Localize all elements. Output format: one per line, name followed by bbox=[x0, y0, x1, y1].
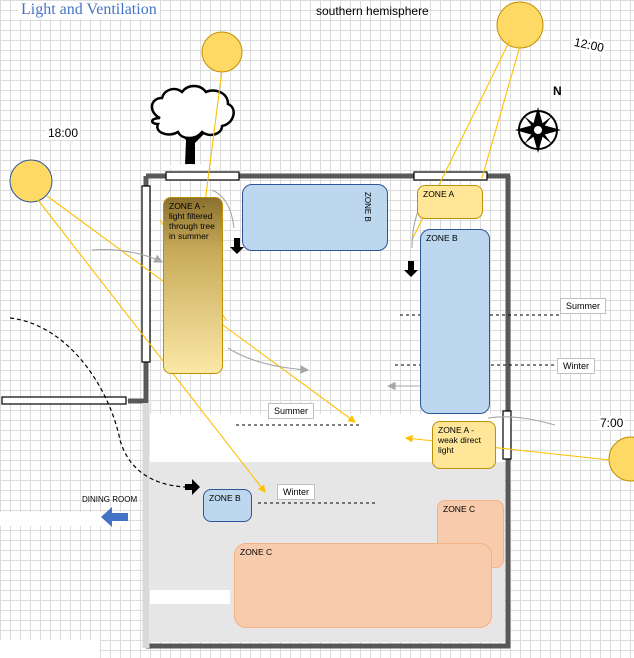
sun-icon-morning bbox=[608, 436, 634, 482]
ray-noon-b bbox=[481, 45, 521, 179]
compass-rose-icon bbox=[515, 107, 561, 153]
zone-a-top: ZONE A bbox=[417, 185, 483, 219]
window-north-right bbox=[413, 171, 488, 181]
winter-label-left: Winter bbox=[277, 484, 316, 500]
sun-icons bbox=[9, 1, 634, 482]
dining-room-label: DINING ROOM bbox=[82, 495, 138, 504]
flow-west-in bbox=[91, 249, 163, 263]
flow-mid bbox=[227, 347, 310, 374]
zone-c-main: ZONE C bbox=[234, 543, 492, 628]
window-north-left bbox=[165, 171, 240, 181]
flow-east-in bbox=[487, 416, 556, 426]
zone-a-weak: ZONE A - weak direct light bbox=[432, 421, 496, 469]
door-swing-path bbox=[9, 317, 186, 488]
sun-icon-noon bbox=[496, 1, 544, 49]
zone-b-top-label: ZONE B bbox=[363, 192, 372, 222]
zone-a-tree: ZONE A - light filtered through tree in … bbox=[163, 197, 223, 374]
arrow-down-icon bbox=[404, 261, 418, 277]
zone-b-top bbox=[242, 184, 388, 251]
arrow-down-icon bbox=[230, 238, 244, 254]
tree-icon bbox=[150, 84, 235, 170]
winter-label-right: Winter bbox=[557, 358, 596, 374]
floor-white-strip bbox=[150, 590, 230, 604]
time-label-0700: 7:00 bbox=[598, 416, 626, 430]
ray-evening-winter bbox=[37, 199, 266, 493]
dining-white-patch bbox=[0, 512, 125, 526]
window-west-lower bbox=[1, 396, 127, 405]
summer-label-right: Summer bbox=[560, 298, 607, 314]
sun-icon-noon-winter bbox=[201, 31, 243, 73]
zone-b-right: ZONE B bbox=[420, 229, 490, 414]
diagram-title: Light and Ventilation bbox=[18, 1, 160, 19]
time-label-1800: 18:00 bbox=[46, 126, 81, 140]
sun-icon-evening bbox=[9, 159, 53, 203]
dining-arrow-icon bbox=[101, 507, 128, 527]
arrow-right-icon bbox=[185, 479, 200, 495]
north-label: N bbox=[553, 84, 562, 98]
summer-label-left: Summer bbox=[268, 403, 315, 419]
hemisphere-label: southern hemisphere bbox=[316, 4, 429, 18]
black-arrows bbox=[185, 238, 418, 495]
windows bbox=[1, 171, 512, 460]
zone-b-small: ZONE B bbox=[203, 489, 252, 522]
flow-north-in bbox=[211, 189, 235, 229]
window-west bbox=[141, 185, 151, 363]
window-east bbox=[502, 410, 512, 460]
bottom-white-patch bbox=[0, 640, 100, 658]
